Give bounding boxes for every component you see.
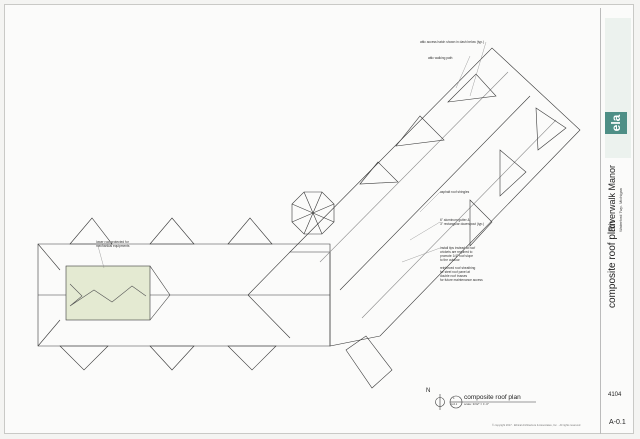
project-location: Waterford Twp. Michigan (618, 187, 623, 232)
mechanical-area (65, 265, 151, 321)
title-block-band (605, 18, 631, 158)
note-attic-hatch: attic access hatch shown in dash below (… (420, 40, 484, 44)
note-gutter-1: 6" aluminum gutter & (440, 218, 470, 222)
note-sheathing-4: for future maintenance access (440, 278, 483, 282)
diagonal-wing-eave (361, 119, 557, 319)
drawing-scale: scale: 3/32" = 1'-0" (464, 402, 489, 406)
leader-line (97, 245, 105, 269)
leader-line (401, 247, 441, 263)
hip-line (37, 319, 61, 347)
south-gable (227, 345, 277, 371)
hip-line (247, 251, 291, 296)
hip-line (149, 294, 171, 321)
copyright-text: © copyright 2017 · Ethical Architecture … (492, 424, 581, 427)
diagonal-wing-eave (319, 71, 509, 263)
south-stub (345, 335, 393, 389)
note-walking-path: attic walking path (428, 56, 453, 60)
detail-tag-bottom: A-0.1 (451, 403, 458, 406)
note-sheathing-1: reinforced roof sheathing (440, 266, 476, 270)
north-gable (227, 217, 273, 245)
diagonal-wing-ridge (339, 95, 531, 291)
drawing-caption: composite roof plan (464, 394, 521, 401)
firm-logo: ela (605, 112, 627, 134)
wing-gable (395, 115, 445, 147)
wing-gable (447, 73, 497, 103)
hip-line (149, 265, 171, 296)
leader-line (455, 55, 471, 89)
hip-line (247, 294, 291, 339)
turret-rib (312, 212, 323, 235)
title-block (600, 8, 634, 434)
leader-line (469, 41, 487, 97)
note-lower-roof-2: mechanical equipments (96, 244, 130, 248)
north-label: N (426, 388, 431, 394)
hip-line (37, 243, 61, 271)
note-crickets-2: crickets are required to (440, 250, 473, 254)
wing-gable (535, 107, 567, 151)
south-gable (149, 345, 195, 371)
project-number: 4104 (608, 392, 622, 398)
note-crickets-4: to the outdoor (440, 258, 460, 262)
wing-gable (469, 199, 493, 247)
turret-rib (303, 212, 314, 235)
note-shingles: asphalt roof shingles (440, 190, 470, 194)
turret-rib (312, 203, 335, 214)
leader-line (409, 221, 441, 241)
north-gable (69, 217, 113, 245)
note-sheathing-2: for steel roof panel at (440, 270, 470, 274)
north-gable (149, 217, 195, 245)
note-crickets-3: promote 1/4" roof slope (440, 254, 474, 258)
turret-rib (291, 212, 314, 223)
sheet-title: composite roof plan (607, 220, 618, 308)
wing-gable (359, 161, 399, 185)
south-gable (59, 345, 109, 371)
leader-line (419, 191, 441, 213)
detail-tag-top: 1 (453, 396, 455, 400)
turret-rib (312, 191, 323, 214)
note-gutter-2: 3" rectangular downspout (typ.) (440, 222, 485, 226)
wing-gable (499, 149, 527, 197)
note-sheathing-3: double roof trusses (440, 274, 468, 278)
drawing-sheet (4, 4, 634, 434)
turret-rib (303, 191, 314, 214)
turret-rib (312, 212, 335, 223)
sheet-number: A-0.1 (609, 419, 626, 426)
mechanical-pattern (69, 283, 147, 307)
note-lower-roof-1: lower roof protected for (96, 240, 129, 244)
note-crickets-1: install tips instead at roof (440, 246, 476, 250)
turret-rib (291, 203, 314, 214)
